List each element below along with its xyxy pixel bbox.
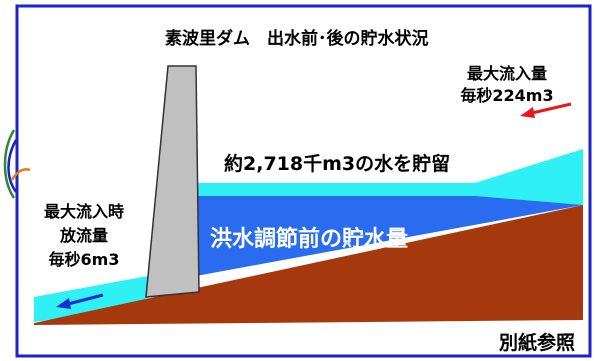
pre-flood-storage-water (196, 196, 583, 276)
outflow-label-1: 最大流入時 (44, 202, 124, 221)
outflow-label-2: 放流量 (59, 226, 108, 245)
inflow-label-1: 最大流入量 (467, 64, 547, 83)
storage-added-label: 約2,718千m3の水を貯留 (224, 152, 450, 175)
reference-note: 別紙参照 (499, 331, 575, 354)
inflow-label-2: 毎秒224m3 (460, 86, 553, 105)
outflow-label-3: 毎秒6m3 (49, 250, 120, 269)
left-edge-decoration (3, 129, 31, 199)
inflow-arrow-icon (520, 102, 572, 118)
pre-flood-storage-label: 洪水調節前の貯水量 (210, 226, 408, 252)
outflow-arrow-icon (56, 293, 104, 309)
dam-structure (145, 65, 200, 298)
diagram-title: 素波里ダム 出水前･後の貯水状況 (165, 28, 429, 49)
